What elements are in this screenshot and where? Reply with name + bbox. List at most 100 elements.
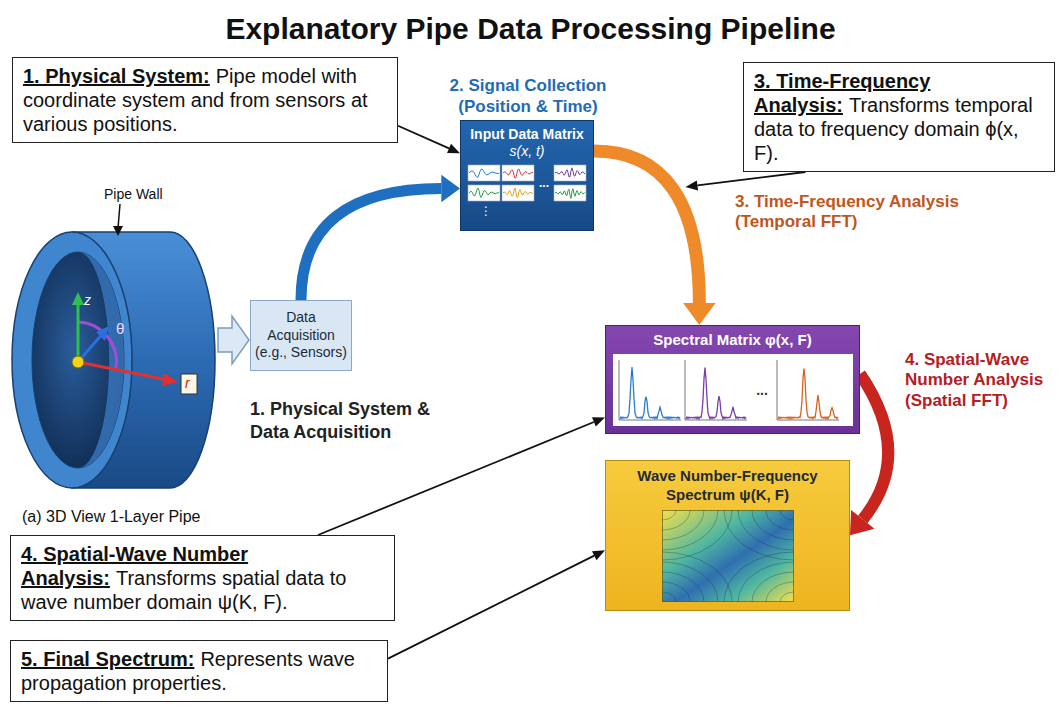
arrow-shaft	[301, 189, 441, 300]
contour-line	[724, 510, 794, 560]
signal-trace	[469, 188, 499, 197]
spectrum-trace	[778, 368, 838, 418]
spectral-matrix-box: Spectral Matrix φ(x, F)...	[605, 325, 860, 434]
box-title: Wave Number-Frequency Spectrum ψ(K, F)	[614, 467, 841, 505]
contour-line	[662, 582, 690, 602]
signal-trace	[503, 169, 533, 178]
ellipsis-mark: ⋮	[480, 205, 492, 217]
diagram-title: Explanatory Pipe Data Processing Pipelin…	[0, 12, 1061, 46]
axis-label: θ	[116, 320, 124, 337]
callout-box: 5. Final Spectrum:Represents wave propag…	[10, 640, 388, 702]
block-arrow	[218, 316, 249, 364]
box-text: Data Acquisition (e.g., Sensors)	[255, 309, 347, 362]
arrow-head	[447, 144, 460, 153]
r-axis-head	[162, 373, 178, 386]
signal-trace	[503, 188, 533, 198]
signal-cell	[554, 185, 586, 201]
leader-line	[388, 556, 594, 659]
pipe-front-face	[12, 232, 132, 488]
arrow-shaft	[594, 151, 699, 303]
spectrum-trace	[686, 367, 746, 419]
signal-cell	[554, 165, 586, 181]
signal-trace	[555, 188, 585, 198]
contour-line	[662, 510, 676, 520]
plot-axes	[685, 360, 747, 420]
arrow-head	[686, 181, 699, 191]
r-axis	[78, 362, 168, 380]
signal-trace	[555, 167, 585, 176]
pipe-wall-leader	[118, 204, 120, 228]
arrow-head	[441, 175, 460, 203]
callout-box: 1. Physical System:Pipe model with coord…	[12, 57, 398, 143]
contour-line	[766, 582, 794, 602]
spectrum-box: Wave Number-Frequency Spectrum ψ(K, F)	[605, 460, 850, 611]
spectra-panel	[613, 354, 853, 426]
plot-axes	[619, 360, 681, 420]
pipe-wall-leader-head	[113, 226, 123, 236]
z-axis-head	[72, 292, 84, 305]
arrow-head	[592, 550, 605, 560]
arrow-head	[850, 510, 874, 535]
box-title: Input Data Matrix	[465, 126, 589, 143]
pipe-bore	[32, 252, 124, 468]
callout-box: 3. Time-Frequency Analysis:Transforms te…	[743, 62, 1055, 172]
contour-line	[752, 572, 794, 602]
contour-plot	[662, 510, 794, 602]
signal-trace	[469, 169, 499, 177]
contour-line	[662, 562, 718, 602]
contour-line	[780, 510, 794, 520]
contour-line	[662, 552, 732, 602]
box-title: Spectral Matrix φ(x, F)	[613, 331, 852, 350]
signal-cell	[468, 185, 500, 201]
leader-line	[697, 172, 805, 185]
signal-cell	[468, 165, 500, 181]
z-axis	[77, 300, 80, 362]
callout-box: 4. Spatial-Wave Number Analysis:Transfor…	[10, 535, 395, 621]
contour-frame	[662, 510, 794, 602]
contour-line	[752, 510, 794, 540]
contour-line	[766, 510, 794, 530]
contour-line	[738, 562, 794, 602]
stage-heading: 2. Signal Collection (Position & Time)	[428, 76, 628, 117]
ellipsis-mark: ...	[539, 177, 549, 189]
signal-cell	[502, 185, 534, 201]
leader-arrow	[388, 550, 605, 658]
stage-label: 1. Physical System & Data Acquisition	[250, 398, 465, 443]
leader-line	[398, 126, 449, 149]
plot-axes	[777, 360, 839, 420]
axis-label: z	[84, 292, 91, 308]
arrow-shaft	[860, 374, 888, 519]
ellipsis-mark: ...	[756, 383, 768, 397]
edge-label: 3. Time-Frequency Analysis (Temporal FFT…	[735, 192, 975, 233]
contour-line	[738, 510, 794, 550]
axis-label: r	[185, 375, 190, 391]
formula: s(x, t)	[465, 143, 589, 160]
leader-arrow	[398, 126, 460, 153]
contour-line	[780, 592, 794, 602]
contour-line	[662, 592, 676, 602]
contour-line	[662, 510, 690, 530]
signal-cell	[502, 165, 534, 181]
process-box: Data Acquisition (e.g., Sensors)	[250, 300, 352, 371]
callout-heading: 1. Physical System:	[23, 65, 210, 87]
input-matrix-box: 2. Signal Collection (Position & Time)In…	[460, 120, 594, 231]
flow-arrow	[594, 151, 716, 325]
flow-arrow	[301, 175, 460, 300]
radial-axis-head	[96, 326, 109, 341]
contour-line	[662, 510, 718, 550]
arrow-head	[683, 303, 716, 325]
part-label: Pipe Wall	[104, 186, 163, 202]
figure-caption: (a) 3D View 1-Layer Pipe	[22, 508, 200, 526]
panel-ground	[613, 354, 853, 426]
arrow-head	[592, 417, 605, 426]
contour-line	[662, 572, 704, 602]
r-label-box	[181, 374, 197, 394]
contour-line	[662, 510, 704, 540]
origin-dot	[72, 356, 84, 368]
callout-heading: 5. Final Spectrum:	[21, 648, 194, 670]
edge-label: 4. Spatial-Wave Number Analysis (Spatial…	[905, 350, 1055, 411]
pipe-inner-wall	[78, 252, 124, 468]
spectrum-trace	[620, 367, 680, 419]
